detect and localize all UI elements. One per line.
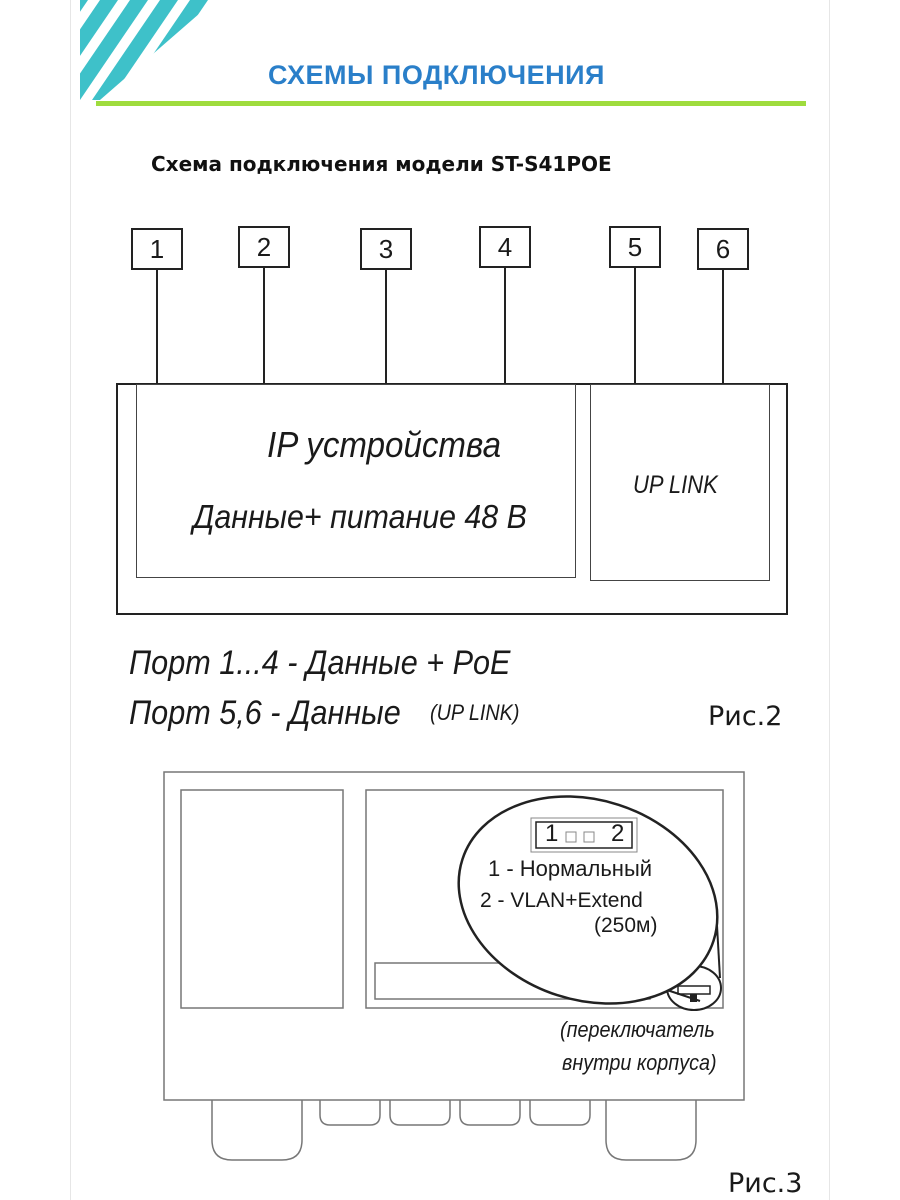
switch-note-line1: (переключатель [560, 1017, 715, 1042]
leader-line-left [666, 989, 701, 1002]
switch-slot-b [583, 831, 595, 843]
data-power-label: Данные+ питание 48 В [193, 498, 527, 535]
ip-devices-panel [136, 384, 576, 578]
figure2-caption: Рис.2 [708, 701, 783, 732]
port-box-2: 2 [238, 226, 290, 268]
switch-position-1: 1 [545, 820, 559, 847]
ip-devices-label: IP устройства [267, 424, 501, 465]
page-frame [70, 0, 830, 1200]
figure2-subtitle: Схема подключения модели ST-S41POE [151, 152, 612, 176]
mode-1-normal: 1 - Нормальный [488, 856, 653, 881]
connector-3 [459, 1100, 521, 1126]
figure3-caption: Рис.3 [728, 1168, 803, 1199]
uplink-panel [590, 384, 770, 581]
port-box-5: 5 [609, 226, 661, 268]
port-box-3: 3 [360, 228, 412, 270]
header-underline [96, 101, 806, 106]
switch-position-2: 2 [611, 820, 625, 847]
header-title: СХЕМЫ ПОДКЛЮЧЕНИЯ [268, 60, 605, 90]
port-box-4: 4 [479, 226, 531, 268]
device-left-panel [180, 789, 344, 1009]
port-line-6 [722, 270, 724, 384]
device-body-outline [163, 771, 745, 1101]
switch-body-small [677, 985, 711, 995]
port-line-4 [504, 268, 506, 384]
switch-slot-a [565, 831, 577, 843]
mode-2-range: (250м) [594, 914, 658, 937]
switch-note-line2: внутри корпуса) [562, 1050, 717, 1075]
legend-uplink-note: (UP LINK) [430, 700, 520, 725]
uplink-label: UP LINK [633, 471, 718, 499]
port-line-2 [263, 268, 265, 384]
port-box-1: 1 [131, 228, 183, 270]
port-box-6: 6 [697, 228, 749, 270]
mode-2-vlan-extend: 2 - VLAN+Extend [480, 889, 643, 912]
legend-ports-5-6: Порт 5,6 - Данные [129, 694, 431, 733]
switch-magnifier-large [457, 795, 719, 1005]
connector-4 [529, 1100, 591, 1126]
connector-right [605, 1100, 697, 1161]
connector-1 [319, 1100, 381, 1126]
legend-ports-5-6-main: Порт 5,6 - Данные [129, 694, 401, 732]
port-line-3 [385, 270, 387, 384]
legend-ports-1-4: Порт 1...4 - Данные + PoE [129, 644, 511, 682]
port-line-5 [634, 268, 636, 384]
port-line-1 [156, 270, 158, 384]
connector-left [211, 1100, 303, 1161]
figure3-device-drawing [163, 771, 745, 1161]
connector-2 [389, 1100, 451, 1126]
corner-stripes-decoration [80, 0, 215, 100]
device-right-panel [365, 789, 724, 1009]
